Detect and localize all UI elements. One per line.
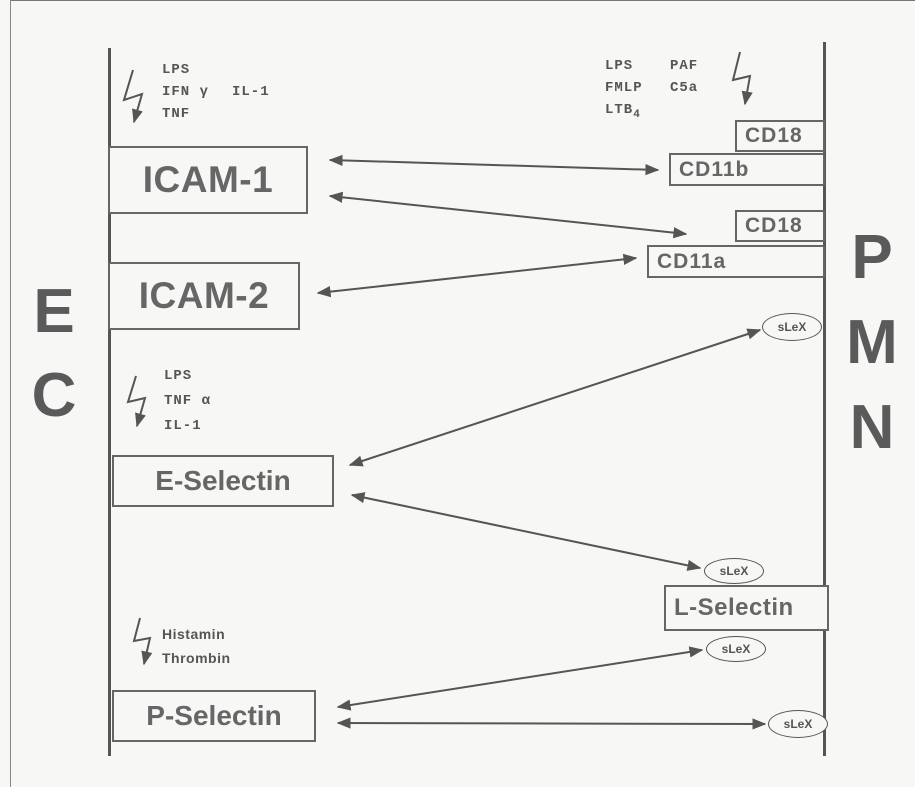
stimulus-lps-ec-top: LPS [162,62,191,78]
arrow-eselectin-slex2 [350,492,702,571]
pmn-membrane-line [823,42,826,756]
cd11b-box: CD11b [669,153,825,186]
stimulus-thrombin: Thrombin [162,650,231,666]
cd11a-box: CD11a [647,245,825,278]
slex-oval-2: sLeX [704,558,764,584]
frame-left-border [10,0,11,787]
slex-oval-4: sLeX [768,710,828,738]
ec-letter-e: E [33,277,75,346]
stimulus-lps-pmn: LPS [605,58,634,74]
icam2-box: ICAM-2 [108,262,300,330]
stimulus-c5a: C5a [670,80,699,96]
arrow-icam1-cd11b [328,154,660,176]
frame-top-border [10,0,915,1]
stimulus-il1-ec-top: IL-1 [232,84,270,100]
cd18-box-bottom: CD18 [735,210,825,242]
lightning-icon-pmn-top [731,51,753,106]
pmn-letter-n: N [849,393,895,462]
pselectin-box: P-Selectin [112,690,316,742]
cd18-box-top: CD18 [735,120,825,152]
stimulus-paf: PAF [670,58,699,74]
stimulus-fmlp: FMLP [605,80,643,96]
ec-membrane-line [108,48,111,756]
stimulus-ifn-gamma: IFN γ [162,84,210,100]
arrow-icam2-cd11a [316,253,638,298]
lightning-icon-ec-mid [126,375,147,428]
stimulus-ltb4: LTB4 [605,102,641,121]
slex-oval-3: sLeX [706,636,766,662]
arrow-eselectin-slex1 [348,328,762,467]
arrow-pselectin-slex4 [336,717,767,730]
lselectin-box: L-Selectin [664,585,829,631]
eselectin-box: E-Selectin [112,455,334,507]
pmn-letter-m: M [846,308,898,377]
stimulus-tnf-ec-top: TNF [162,106,191,122]
arrow-icam1-cd11a [328,191,688,239]
stimulus-histamin: Histamin [162,626,226,642]
arrow-pselectin-slex3 [336,646,704,711]
stimulus-lps-ec-mid: LPS [164,368,193,384]
icam1-box: ICAM-1 [108,146,308,214]
pmn-letter-p: P [851,223,893,292]
slex-oval-1: sLeX [762,313,822,341]
stimulus-tnf-alpha: TNF α [164,393,212,409]
ec-letter-c: C [31,361,77,430]
stimulus-ltb4-text: LTB [605,102,634,118]
stimulus-ltb4-subscript: 4 [633,108,641,121]
stimulus-il1-ec-mid: IL-1 [164,418,202,434]
lightning-icon-ec-top [122,69,144,124]
lightning-icon-ec-bottom [132,617,153,666]
